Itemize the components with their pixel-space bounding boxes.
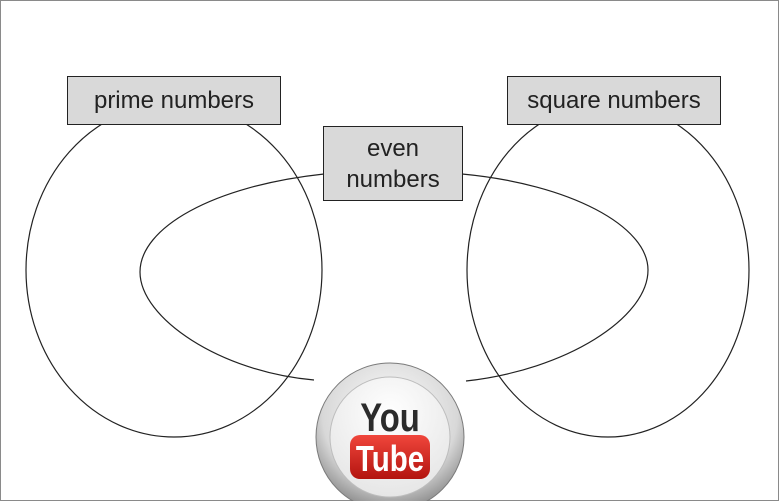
youtube-logo-red-block [350,435,430,479]
youtube-logo-word-tube: Tube [356,438,424,478]
even-numbers-text-line2: numbers [346,165,440,193]
square-numbers-text: square numbers [527,87,701,114]
square-numbers-label: square numbers [507,76,721,125]
even-numbers-text-line1: even [366,134,420,162]
square-numbers-set [466,102,750,438]
youtube-logo-button[interactable]: You Tube [314,361,466,501]
even-numbers-label: even numbers [323,126,463,201]
even-numbers-set [139,173,649,382]
youtube-logo-word-you: You [360,395,419,440]
prime-numbers-text: prime numbers [93,87,255,114]
prime-numbers-label: prime numbers [67,76,281,125]
prime-numbers-set [25,102,323,438]
